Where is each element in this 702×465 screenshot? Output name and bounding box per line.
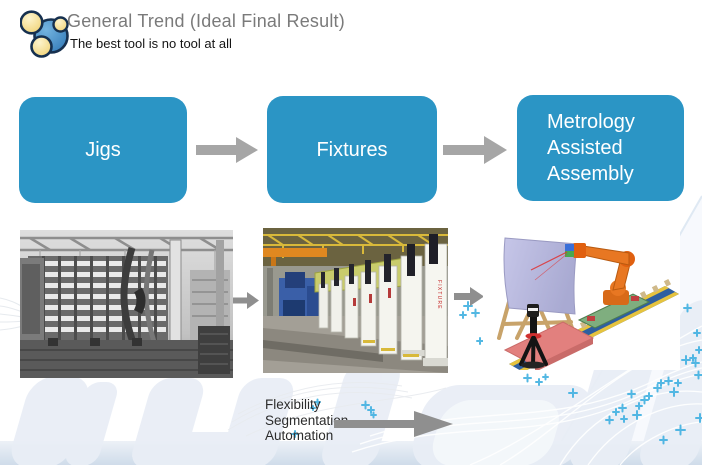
bottom-arrow-icon [334, 411, 453, 437]
note-line: Automation [265, 428, 334, 443]
fixture-tower-label: FIXTURE [436, 280, 442, 310]
plus-pattern [291, 301, 702, 445]
molecule-logo-icon [20, 10, 69, 58]
transition-note: Flexibility Segmentation Automation [265, 397, 348, 444]
flow-step-label: Fixtures [316, 138, 388, 161]
flow-step-label: Metrology Assisted Assembly [547, 111, 635, 185]
wave-lines-center [227, 381, 447, 437]
metrology-assisted-assembly-render [483, 228, 680, 370]
flow-step-label: Jigs [85, 139, 121, 161]
image-arrow-icon [454, 287, 484, 306]
fixtures-photo: FIXTURE [263, 228, 448, 373]
note-line: Flexibility [265, 397, 321, 412]
flow-arrow-icon [196, 137, 258, 163]
image-arrow-icon [233, 292, 259, 309]
note-line: Segmentation [265, 412, 349, 428]
flow-step-jigs: Jigs [19, 97, 187, 203]
flow-step-metrology-assisted-assembly: Metrology Assisted Assembly [517, 95, 684, 201]
jigs-photo [20, 230, 233, 378]
flow-arrow-icon [443, 136, 507, 164]
flow-step-fixtures: Fixtures [267, 96, 437, 203]
page-title: General Trend (Ideal Final Result) [67, 11, 345, 31]
page-subtitle: The best tool is no tool at all [70, 36, 232, 51]
